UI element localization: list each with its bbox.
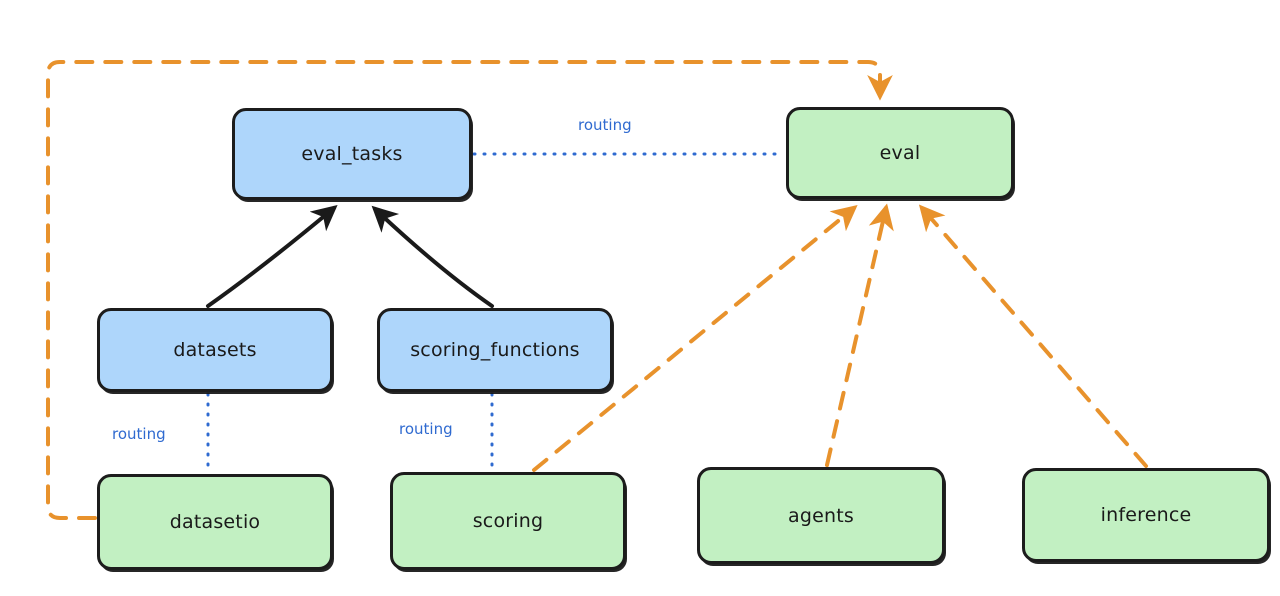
edge-scoring-functions-eval-tasks (371, 205, 494, 308)
edge-label-routing-datasets: routing (112, 425, 166, 443)
edge-scoring-eval (532, 205, 858, 472)
node-inference[interactable]: inference (1022, 468, 1270, 562)
node-scoring[interactable]: scoring (390, 472, 626, 570)
edge-label-routing-eval-tasks: routing (578, 116, 632, 134)
edge-agents-eval (825, 203, 894, 467)
node-label-eval: eval (879, 142, 921, 164)
node-scoring-functions[interactable]: scoring_functions (377, 308, 613, 392)
node-eval[interactable]: eval (786, 107, 1014, 199)
node-label-eval-tasks: eval_tasks (301, 143, 403, 165)
node-agents[interactable]: agents (697, 467, 945, 564)
node-label-agents: agents (788, 504, 854, 527)
node-label-inference: inference (1100, 504, 1192, 526)
node-label-scoring-functions: scoring_functions (410, 339, 580, 361)
node-label-datasetio: datasetio (169, 511, 261, 533)
edge-inference-eval (918, 204, 1148, 468)
edge-label-routing-scoring-functions: routing (399, 420, 453, 438)
edge-datasets-eval-tasks (206, 205, 338, 308)
edge-datasetio-eval (46, 60, 893, 520)
node-label-scoring: scoring (472, 510, 544, 532)
node-label-datasets: datasets (173, 339, 257, 361)
node-datasetio[interactable]: datasetio (97, 474, 333, 570)
node-eval-tasks[interactable]: eval_tasks (232, 108, 472, 200)
node-datasets[interactable]: datasets (97, 308, 333, 392)
